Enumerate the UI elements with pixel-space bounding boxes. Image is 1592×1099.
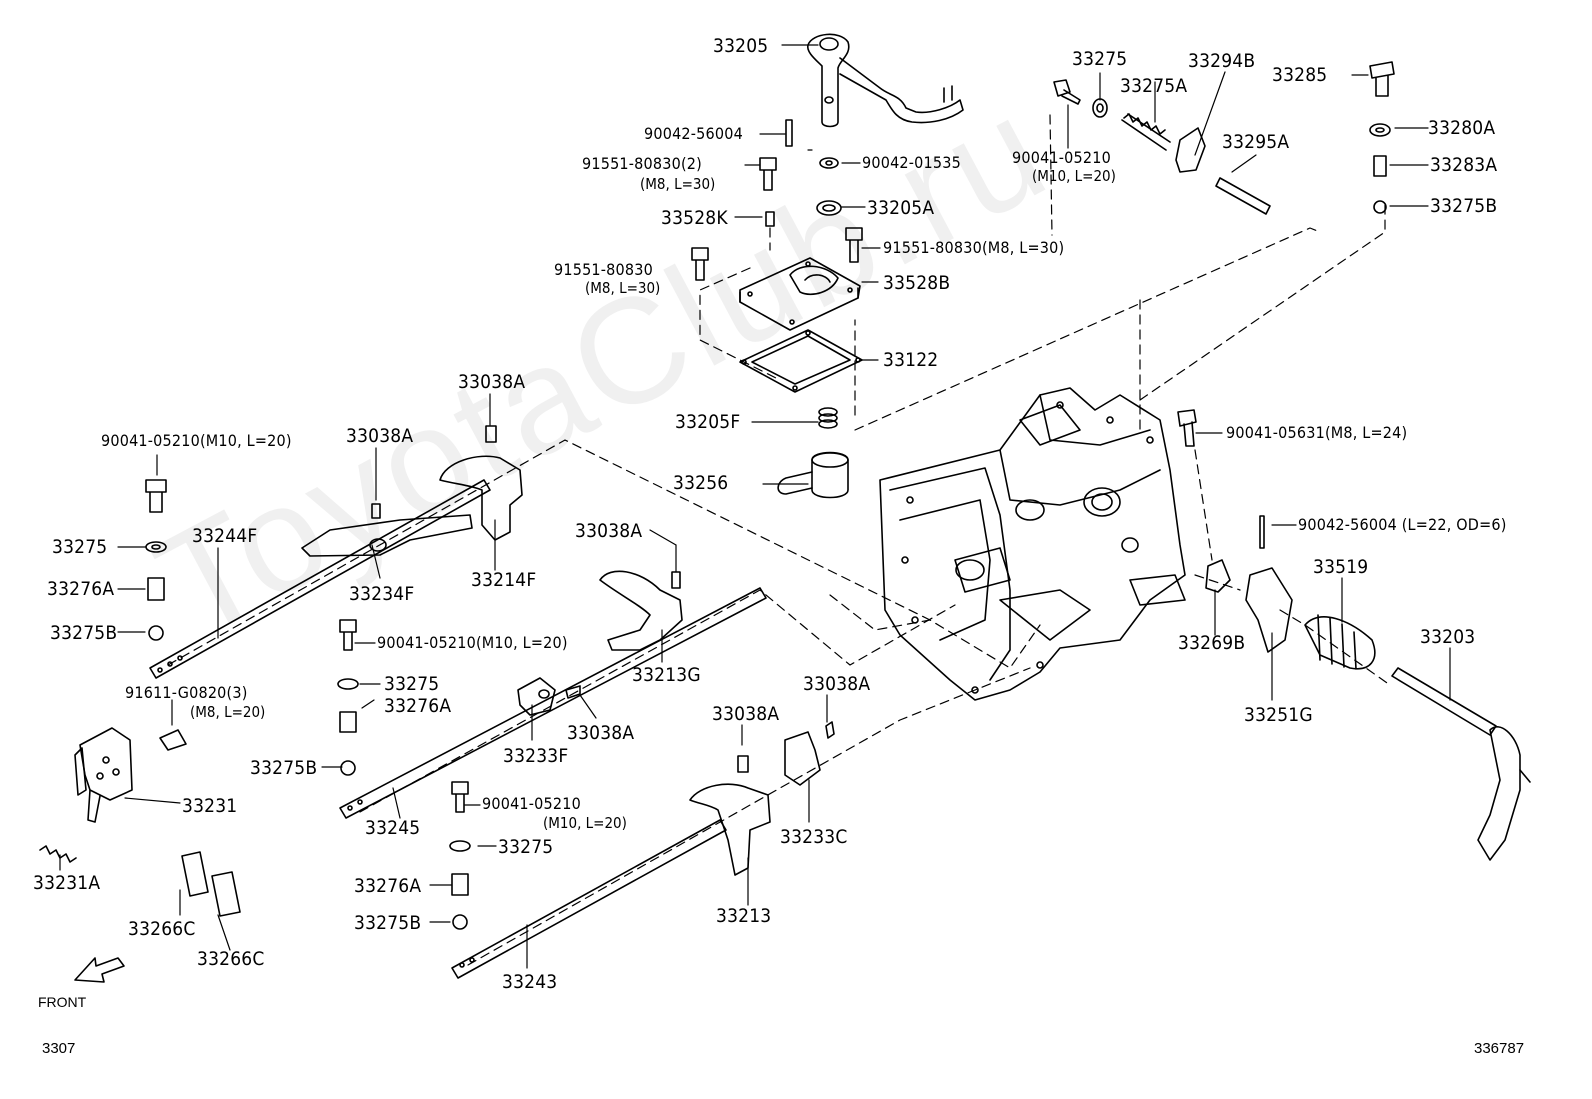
right-bottom-parts	[1177, 409, 1531, 861]
label-33214F: 33214F	[471, 569, 537, 591]
label-33276A-mid: 33276A	[384, 695, 452, 717]
label-33038A-3: 33038A	[575, 520, 643, 542]
label-33275A: 33275A	[1120, 75, 1188, 97]
shift-head-33233C	[784, 721, 835, 786]
label-90042-01535: 90042-01535	[862, 153, 961, 172]
front-label: FRONT	[38, 994, 87, 1010]
label-33251G: 33251G	[1244, 704, 1313, 726]
note-91611-G0820: (M8, L=20)	[190, 703, 266, 721]
label-33038A-6: 33038A	[712, 703, 780, 725]
label-33283A: 33283A	[1430, 154, 1498, 176]
label-90042-56004: 90042-56004	[644, 124, 743, 143]
transmission-case	[879, 387, 1186, 701]
top-center-fasteners	[691, 119, 863, 281]
label-33295A: 33295A	[1222, 131, 1290, 153]
label-33275-mid: 33275	[384, 673, 440, 695]
label-33038A-5: 33038A	[803, 673, 871, 695]
label-33243: 33243	[502, 971, 558, 993]
label-33205F: 33205F	[675, 411, 741, 433]
note-90041-05210-top: (M10, L=20)	[1032, 167, 1116, 185]
label-90041-05631: 90041-05631(M8, L=24)	[1226, 423, 1408, 442]
label-33266C-1: 33266C	[128, 918, 196, 940]
label-91611-G0820: 91611-G0820(3)	[125, 683, 248, 702]
shift-rod-33243	[451, 819, 727, 979]
gasket-33122	[739, 329, 863, 393]
label-33213G: 33213G	[632, 664, 701, 686]
left-fasteners	[145, 479, 471, 930]
label-33276A-low: 33276A	[354, 875, 422, 897]
label-33276A-left: 33276A	[47, 578, 115, 600]
spring-33205F	[818, 407, 838, 429]
top-right-parts	[1053, 61, 1395, 215]
label-33528K: 33528K	[661, 207, 728, 229]
label-90041-05210-left: 90041-05210(M10, L=20)	[101, 431, 292, 450]
pads-33266C	[181, 851, 241, 917]
label-33275B-top: 33275B	[1430, 195, 1498, 217]
label-33038A-2: 33038A	[458, 371, 526, 393]
leader-lines	[59, 44, 1451, 969]
label-33280A: 33280A	[1428, 117, 1496, 139]
label-33244F: 33244F	[192, 525, 258, 547]
note-91551-80830-2: (M8, L=30)	[640, 175, 716, 193]
cover-33528B	[739, 257, 861, 331]
footer-code-left: 3307	[42, 1040, 76, 1057]
label-33233F: 33233F	[503, 745, 569, 767]
label-90041-05210-low: 90041-05210	[482, 794, 581, 813]
label-33233C: 33233C	[780, 826, 848, 848]
shift-head-33234F	[301, 514, 473, 557]
label-33275B-mid: 33275B	[250, 757, 318, 779]
label-33528B: 33528B	[883, 272, 951, 294]
fork-33213G	[599, 570, 683, 651]
label-33285: 33285	[1272, 64, 1328, 86]
footer-code-right: 336787	[1474, 1040, 1525, 1057]
label-33269B: 33269B	[1178, 632, 1246, 654]
shift-lever-33205	[806, 33, 964, 128]
dashed-assembly-lines	[167, 114, 1391, 966]
label-33205A: 33205A	[867, 197, 935, 219]
label-33275-top: 33275	[1072, 48, 1128, 70]
label-33234F: 33234F	[349, 583, 415, 605]
label-90042-56004-b: 90042-56004 (L=22, OD=6)	[1298, 515, 1507, 534]
label-33205: 33205	[713, 35, 769, 57]
label-33275-low: 33275	[498, 836, 554, 858]
label-33203: 33203	[1420, 626, 1476, 648]
note-91551-80830: (M8, L=30)	[585, 279, 661, 297]
label-33294B: 33294B	[1188, 50, 1256, 72]
label-33275-left: 33275	[52, 536, 108, 558]
label-33275B-left: 33275B	[50, 622, 118, 644]
label-33038A-1: 33038A	[346, 425, 414, 447]
label-33266C-2: 33266C	[197, 948, 265, 970]
label-91551-80830-2: 91551-80830(2)	[582, 154, 702, 173]
label-33231: 33231	[182, 795, 238, 817]
part-33256	[777, 451, 849, 499]
shift-rod-33245	[339, 587, 767, 819]
label-33038A-4: 33038A	[567, 722, 635, 744]
label-90041-05210-top: 90041-05210	[1012, 148, 1111, 167]
label-33231A: 33231A	[33, 872, 101, 894]
label-33256: 33256	[673, 472, 729, 494]
label-33245: 33245	[365, 817, 421, 839]
fork-33213	[689, 755, 771, 876]
shift-head-33233F	[517, 677, 581, 716]
label-33519: 33519	[1313, 556, 1369, 578]
label-91551-80830: 91551-80830	[554, 260, 653, 279]
fork-33214F	[439, 425, 523, 541]
label-33275B-low: 33275B	[354, 912, 422, 934]
label-90041-05210-mid: 90041-05210(M10, L=20)	[377, 633, 568, 652]
label-91551-80830-m8: 91551-80830(M8, L=30)	[883, 238, 1065, 257]
label-33213: 33213	[716, 905, 772, 927]
label-33122: 33122	[883, 349, 939, 371]
note-90041-05210-low: (M10, L=20)	[543, 814, 627, 832]
front-arrow-icon	[74, 957, 125, 983]
bracket-33231	[39, 727, 187, 863]
shift-rod-33244F	[149, 479, 491, 679]
